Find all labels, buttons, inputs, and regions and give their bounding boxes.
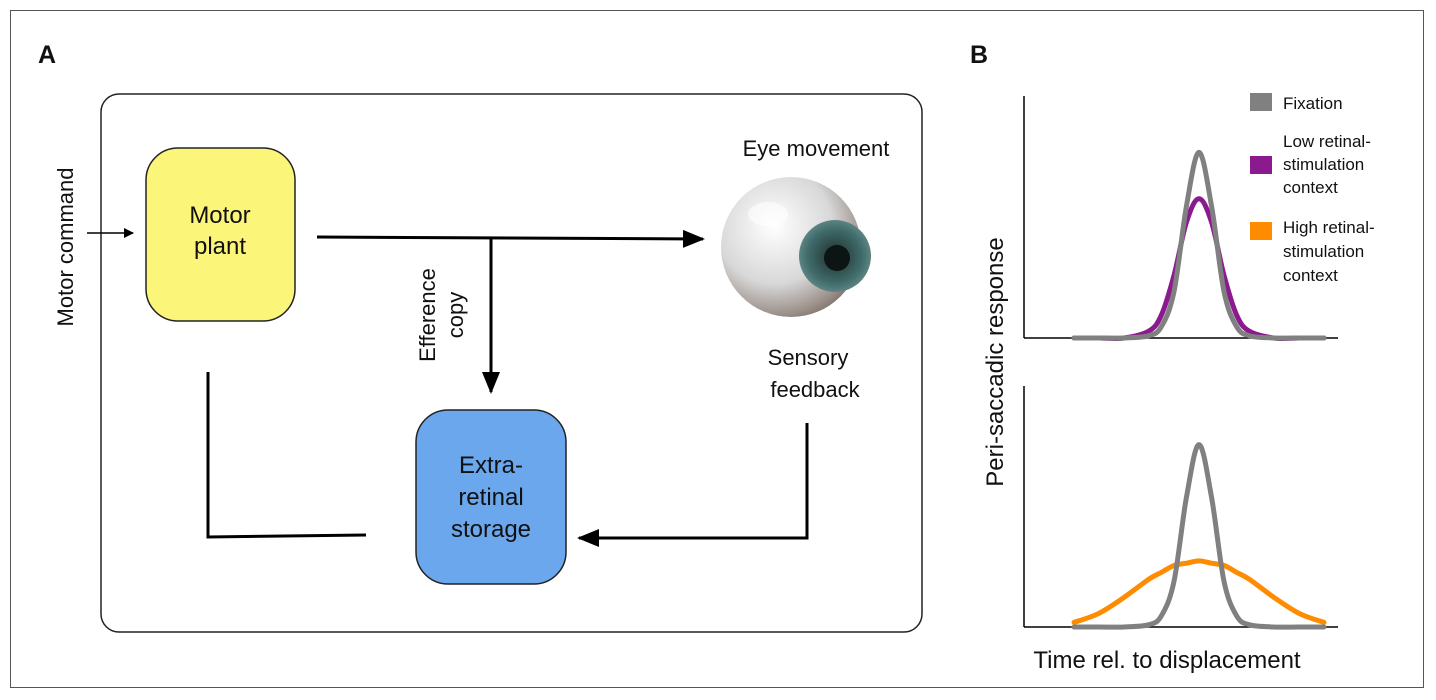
figure-frame (10, 10, 1424, 688)
efference-copy-label-line-2: copy (443, 292, 468, 338)
motor-to-eye-arrow (316, 229, 705, 248)
bottom-chart (1023, 386, 1338, 630)
legend: Fixation Low retinal- stimulation contex… (1250, 93, 1375, 285)
storage-label-line-3: storage (451, 516, 531, 543)
storage-label-line-2: retinal (458, 484, 523, 511)
sensory-feedback-label-line-2: feedback (770, 377, 860, 402)
legend-item-fixation: Fixation (1250, 93, 1343, 113)
legend-swatch-high-retinal (1250, 222, 1272, 240)
legend-label-low-line-1: Low retinal- (1283, 132, 1371, 151)
sensory-feedback-arrow (577, 423, 809, 547)
x-axis-label: Time rel. to displacement (1033, 647, 1301, 674)
legend-item-low-retinal: Low retinal- stimulation context (1250, 132, 1371, 197)
legend-label-low-line-3: context (1283, 178, 1338, 197)
legend-label-fixation: Fixation (1283, 94, 1343, 113)
eyeball-highlight (748, 202, 788, 226)
legend-label-low-line-2: stimulation (1283, 155, 1364, 174)
eyeball-icon (721, 177, 871, 317)
panel-a-container (100, 93, 923, 633)
top-chart (1023, 96, 1338, 342)
extra-retinal-storage-box: Extra- retinal storage (415, 409, 567, 585)
curve-high-retinal-stimulation-context (1071, 558, 1327, 625)
motor-plant-label-line-1: Motor (189, 202, 250, 229)
storage-label-line-1: Extra- (459, 452, 523, 479)
panel-a-letter: A (38, 41, 56, 69)
panel-a: A Motor command Motor plant Efference co… (38, 41, 923, 633)
motor-command-label: Motor command (53, 168, 78, 327)
eye-movement-label: Eye movement (743, 136, 890, 161)
motor-plant-label-line-2: plant (194, 233, 246, 260)
curve-fixation (1071, 149, 1327, 341)
panel-b-letter: B (970, 41, 988, 69)
legend-label-high-line-3: context (1283, 266, 1338, 285)
legend-label-high-line-1: High retinal- (1283, 218, 1375, 237)
sensory-feedback-label-line-1: Sensory (768, 345, 849, 370)
panel-b: B Peri-saccadic response Time rel. to di… (970, 41, 1375, 674)
eyeball-pupil (824, 245, 850, 271)
legend-swatch-low-retinal (1250, 156, 1272, 174)
storage-shape (415, 409, 567, 585)
motor-plant-shape (145, 147, 296, 322)
efference-copy-label-line-1: Efference (415, 268, 440, 362)
curve-fixation (1071, 442, 1327, 630)
legend-item-high-retinal: High retinal- stimulation context (1250, 218, 1375, 285)
legend-swatch-fixation (1250, 93, 1272, 111)
y-axis-label: Peri-saccadic response (982, 237, 1009, 486)
legend-label-high-line-2: stimulation (1283, 242, 1364, 261)
storage-return-path (206, 372, 367, 539)
motor-plant-box: Motor plant (145, 147, 296, 322)
